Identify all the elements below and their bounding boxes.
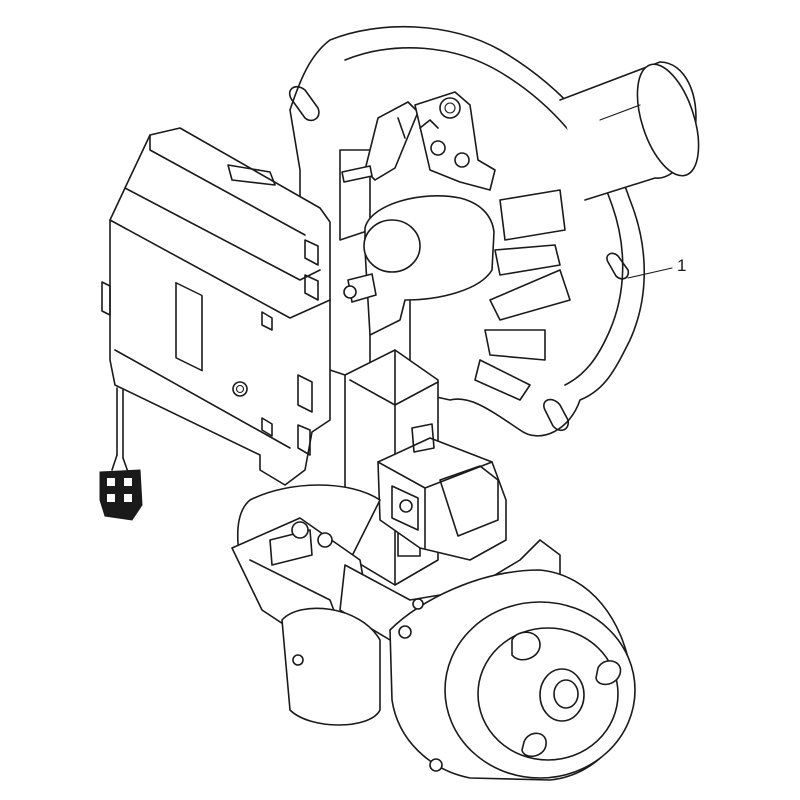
ignition-transformer (343, 195, 495, 381)
control-unit (101, 127, 331, 486)
blast-tube (559, 61, 700, 201)
electrode-assembly (341, 91, 496, 191)
solenoid-valve (377, 423, 507, 561)
motor-end-cap (389, 569, 636, 781)
callout-number-1: 1 (677, 256, 687, 275)
cable-plug (99, 387, 143, 521)
callout-leader-line (627, 267, 673, 279)
